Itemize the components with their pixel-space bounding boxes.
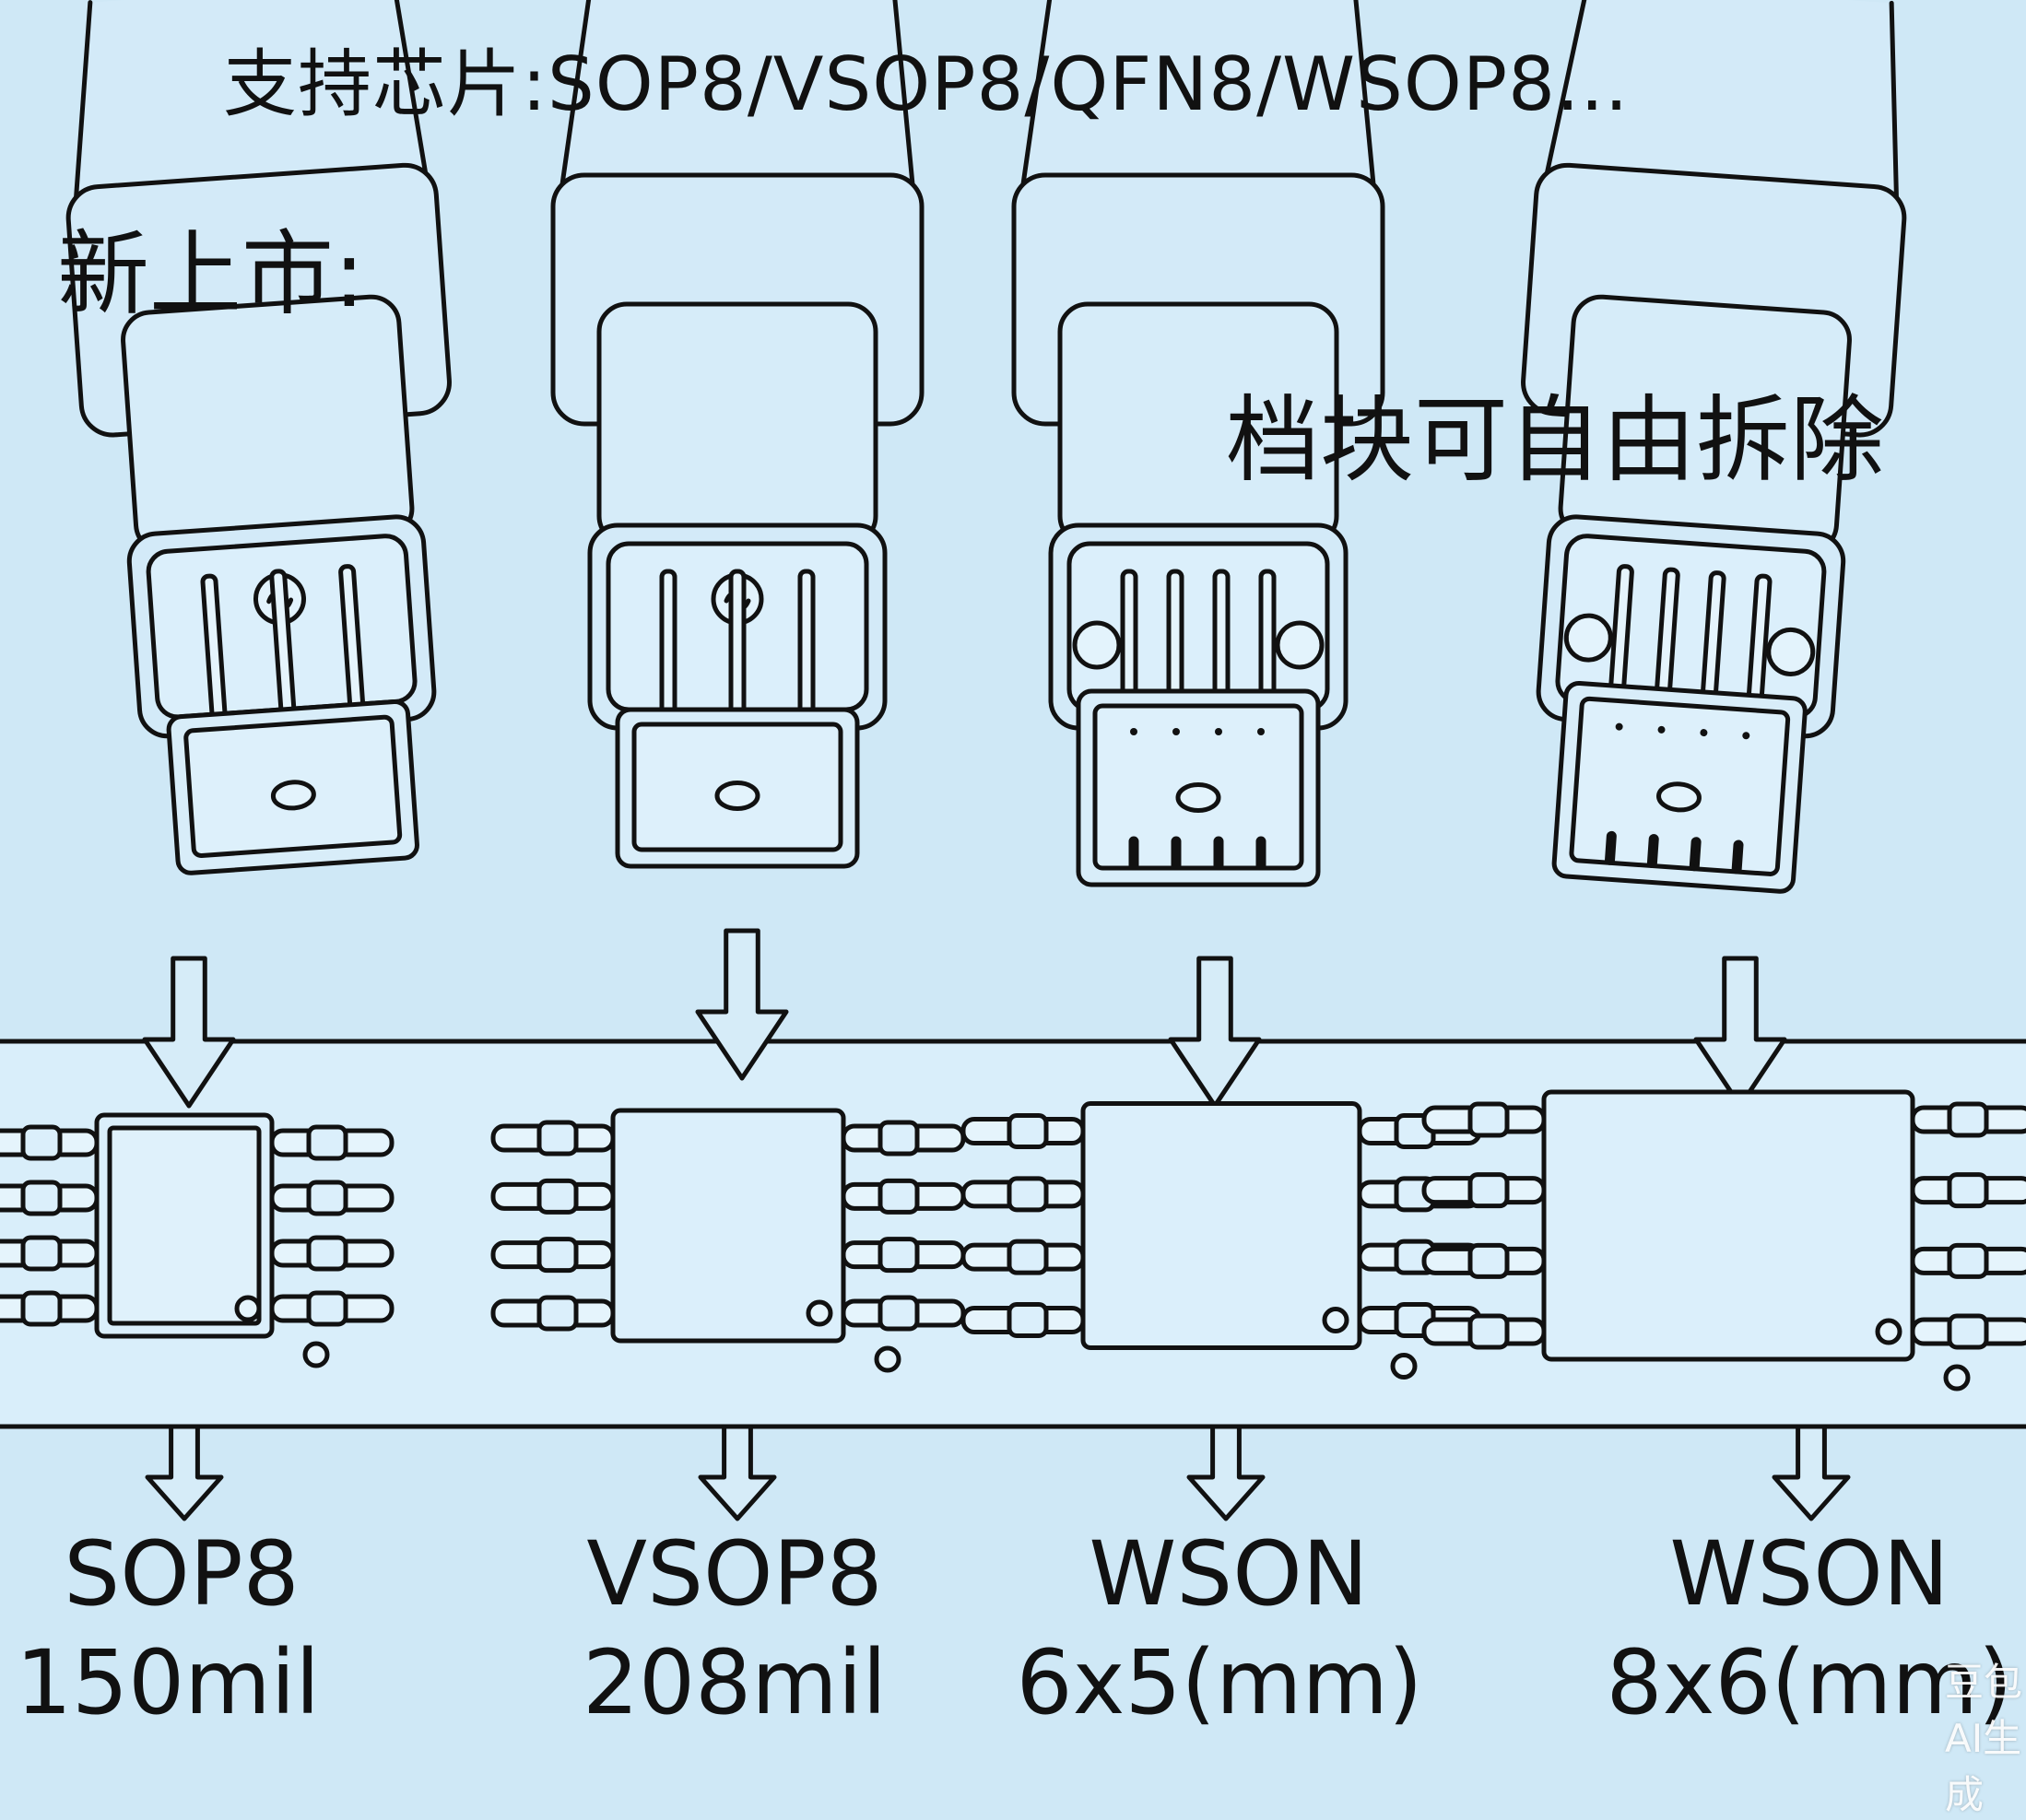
block-dimple	[1175, 782, 1221, 813]
block-slot	[1128, 836, 1139, 871]
package-name-wson-6x5: WSON	[1089, 1522, 1369, 1626]
screw-icon-right	[1275, 620, 1325, 670]
chip-lead-joint	[20, 1124, 63, 1161]
chip-wson-6x5	[960, 1101, 1482, 1380]
adapter-wson-6x5	[1011, 0, 1385, 887]
down-arrow-upper	[1168, 956, 1262, 1109]
screw-icon-right	[1766, 627, 1816, 676]
block-hole	[1742, 732, 1750, 740]
chip-lead-joint	[1467, 1101, 1510, 1138]
screw-icon-left	[1563, 613, 1613, 663]
package-size-vsop8: 208mil	[582, 1631, 888, 1734]
chip-lead-joint	[878, 1120, 920, 1157]
chip-bevel	[107, 1125, 262, 1326]
ai-watermark: 豆包AI生成	[1945, 1660, 2023, 1817]
block-hole	[1615, 722, 1623, 731]
down-arrow-upper	[142, 956, 236, 1109]
chip-lead-joint	[536, 1120, 579, 1157]
adapter-artwork	[0, 0, 2026, 1521]
chip-sop8	[0, 1112, 395, 1368]
chip-lead-joint	[536, 1295, 579, 1332]
pogo-pin	[728, 569, 747, 731]
chip-body	[1541, 1089, 1915, 1362]
chip-wson-8x6	[1421, 1089, 2026, 1391]
chip-lead-joint	[1007, 1176, 1049, 1213]
detachable-block-text: 档块可自由拆除	[1226, 386, 1884, 496]
adapter-neck	[121, 294, 415, 554]
down-arrow-lower	[1772, 1424, 1851, 1521]
chip-lead-joint	[1007, 1302, 1049, 1338]
chip-lead-joint	[306, 1290, 348, 1327]
chip-lead-joint	[536, 1178, 579, 1215]
pin1-marker	[1875, 1318, 1902, 1345]
block-hole	[1700, 729, 1708, 737]
chip-lead-joint	[20, 1180, 63, 1216]
pin1-marker	[806, 1299, 833, 1327]
chip-lead-joint	[1947, 1313, 1989, 1350]
chip-lead-joint	[536, 1237, 579, 1274]
chip-lead-joint	[20, 1235, 63, 1272]
block-slot	[1213, 836, 1224, 871]
block-dimple	[1656, 781, 1702, 813]
chip-lead-joint	[1007, 1113, 1049, 1149]
down-arrow-lower	[698, 1424, 777, 1521]
pin1-marker	[234, 1295, 262, 1322]
down-arrow-lower	[1186, 1424, 1266, 1521]
chip-lead-joint	[1467, 1172, 1510, 1209]
block-slot	[1731, 840, 1744, 875]
chip-lead-joint	[1007, 1239, 1049, 1275]
chip-lead-joint	[878, 1295, 920, 1332]
chip-lead-joint	[20, 1290, 63, 1327]
package-name-vsop8: VSOP8	[586, 1522, 883, 1626]
orientation-dot	[302, 1341, 330, 1368]
adapter-neck	[596, 301, 878, 546]
orientation-dot	[874, 1345, 901, 1373]
chip-lead-joint	[1947, 1101, 1989, 1138]
pogo-pin	[797, 569, 816, 731]
orientation-dot	[1390, 1353, 1418, 1380]
block-hole	[1657, 725, 1666, 734]
pogo-pin	[659, 569, 677, 731]
chip-lead-joint	[306, 1235, 348, 1272]
package-size-wson-6x5: 6x5(mm)	[1016, 1631, 1423, 1734]
chip-body	[1080, 1101, 1362, 1350]
chip-lead-joint	[1467, 1242, 1510, 1279]
package-size-sop8: 150mil	[15, 1631, 321, 1734]
block-hole	[1172, 728, 1180, 735]
chip-lead-joint	[878, 1178, 920, 1215]
chip-lead-joint	[306, 1180, 348, 1216]
block-hole	[1257, 728, 1265, 735]
chip-body	[610, 1108, 846, 1344]
orientation-dot	[1943, 1364, 1971, 1391]
package-name-sop8: SOP8	[64, 1522, 300, 1626]
adapter-wson-8x6	[1521, 0, 1907, 894]
adapter-sop8	[65, 0, 452, 875]
new-release-text: 新上市:	[57, 220, 365, 328]
pin1-marker	[1322, 1307, 1349, 1333]
supported-chips-text: 支持芯片:SOP8/VSOP8/QFN8/WSOP8...	[223, 41, 1630, 127]
down-arrow-upper	[1693, 956, 1787, 1109]
chip-lead-joint	[1467, 1313, 1510, 1350]
block-slot	[1605, 830, 1617, 865]
block-dimple	[714, 781, 760, 811]
chip-lead-joint	[878, 1237, 920, 1274]
chip-lead-joint	[306, 1124, 348, 1161]
screw-icon-left	[1072, 620, 1122, 670]
package-name-wson-8x6: WSON	[1669, 1522, 1949, 1626]
block-hole	[1215, 728, 1222, 735]
chip-lead-joint	[1947, 1172, 1989, 1209]
block-slot	[1689, 837, 1702, 872]
block-dimple	[270, 780, 316, 811]
chip-lead-joint	[1947, 1242, 1989, 1279]
chip-vsop8	[490, 1108, 966, 1373]
down-arrow-upper	[695, 928, 789, 1081]
block-slot	[1646, 834, 1659, 869]
block-slot	[1171, 836, 1182, 871]
adapter-vsop8	[550, 0, 925, 869]
package-size-wson-8x6: 8x6(mm)	[1606, 1631, 2013, 1734]
block-slot	[1255, 836, 1266, 871]
block-hole	[1130, 728, 1137, 735]
down-arrow-lower	[145, 1424, 224, 1521]
